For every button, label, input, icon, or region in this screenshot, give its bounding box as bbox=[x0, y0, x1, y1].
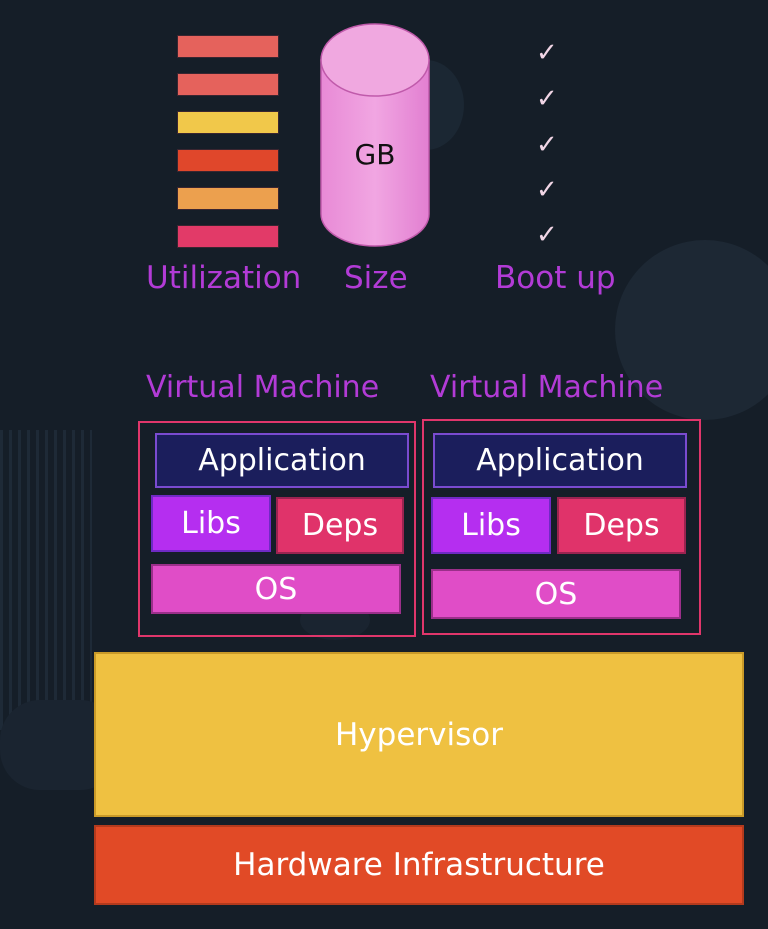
size-label: Size bbox=[344, 260, 408, 296]
hypervisor-layer: Hypervisor bbox=[94, 652, 744, 817]
deps-block: Deps bbox=[276, 497, 404, 554]
utilization-label: Utilization bbox=[146, 260, 302, 296]
size-unit: GB bbox=[354, 138, 396, 171]
check-icon: ✓ bbox=[536, 130, 558, 160]
utilization-bar bbox=[177, 111, 279, 134]
libs-block: Libs bbox=[431, 497, 551, 554]
libs-block: Libs bbox=[151, 495, 271, 552]
vm-title: Virtual Machine bbox=[430, 370, 664, 405]
check-icon: ✓ bbox=[536, 84, 558, 114]
utilization-bar bbox=[177, 149, 279, 172]
check-icon: ✓ bbox=[536, 38, 558, 68]
os-block: OS bbox=[151, 564, 401, 614]
boot-label: Boot up bbox=[495, 260, 616, 296]
deps-block: Deps bbox=[557, 497, 686, 554]
virtual-machine bbox=[138, 421, 416, 637]
database-cylinder-icon bbox=[320, 23, 430, 247]
utilization-bar bbox=[177, 225, 279, 248]
background-building-pattern bbox=[0, 430, 92, 730]
os-block: OS bbox=[431, 569, 681, 619]
application-block: Application bbox=[433, 433, 687, 488]
application-block: Application bbox=[155, 433, 409, 488]
hardware-layer: Hardware Infrastructure bbox=[94, 825, 744, 905]
virtual-machine bbox=[422, 419, 701, 635]
vm-title: Virtual Machine bbox=[146, 370, 380, 405]
utilization-bar bbox=[177, 35, 279, 58]
utilization-bar bbox=[177, 73, 279, 96]
check-icon: ✓ bbox=[536, 220, 558, 250]
utilization-bar bbox=[177, 187, 279, 210]
check-icon: ✓ bbox=[536, 175, 558, 205]
background-circle bbox=[615, 240, 768, 420]
